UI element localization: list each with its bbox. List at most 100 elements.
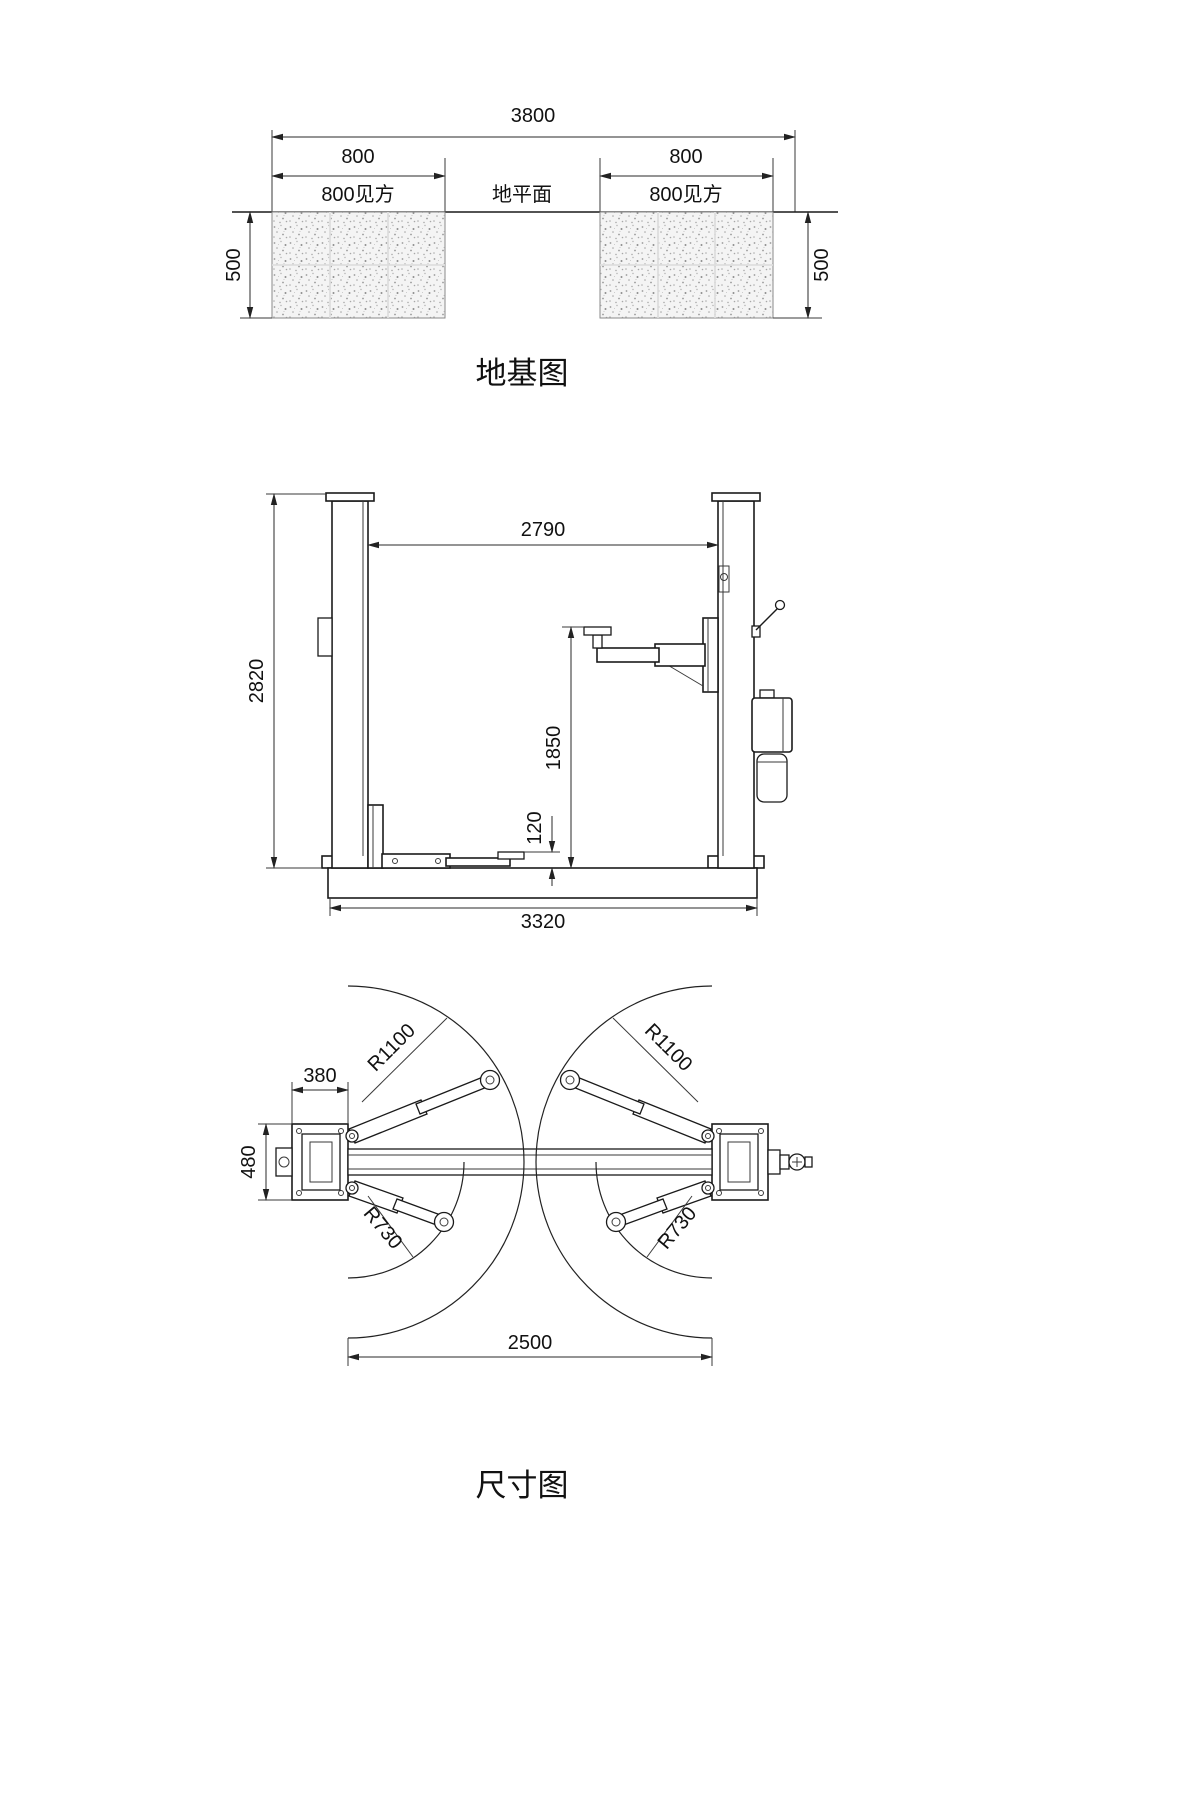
dim-380-label: 380 — [303, 1065, 336, 1087]
dim-120-label: 120 — [524, 811, 546, 844]
post-inner-rails — [362, 501, 724, 856]
lock-lever-knob — [774, 599, 786, 611]
arm-front-right — [559, 1069, 715, 1144]
lift-pad-plan — [559, 1069, 581, 1091]
dim-2790-label: 2790 — [521, 519, 566, 541]
cylinder-cap-left — [278, 1156, 290, 1168]
bolt-hole — [716, 1128, 722, 1134]
dim-3320-label: 3320 — [521, 911, 566, 933]
ground-level-label: 地平面 — [492, 183, 552, 206]
swing-arc-r1100-left — [347, 985, 525, 1339]
bolt-hole — [758, 1190, 764, 1196]
dim-800-left-label: 800 — [341, 146, 374, 168]
power-unit-bracket — [767, 1149, 781, 1175]
post-left-cap — [325, 492, 375, 502]
right-block-square-label: 800见方 — [649, 183, 722, 206]
motor-box — [751, 697, 793, 753]
arm-rear-left — [345, 1180, 455, 1233]
raised-arm-inner-segment — [654, 643, 706, 667]
post-left-side-box — [317, 617, 333, 657]
lowered-arm-outer-segment — [445, 857, 511, 867]
post-left — [331, 500, 369, 869]
plan-view-title: 尺寸图 — [476, 1468, 569, 1503]
floor-beam — [347, 1148, 713, 1176]
arm-pivot — [345, 1181, 359, 1195]
foundation-block-left-grid — [272, 212, 445, 318]
arm-front-left — [345, 1069, 501, 1144]
carriage-left — [367, 804, 384, 869]
base-frame — [327, 867, 758, 899]
motor-plan-cross — [792, 1157, 802, 1167]
dimension-boundary-lines — [271, 130, 796, 212]
post-right-cap — [711, 492, 761, 502]
lift-pad-plan — [605, 1211, 627, 1233]
front-view: 2790 2820 1850 120 3320 — [246, 492, 793, 933]
raised-pad-stem — [592, 634, 603, 649]
ext-lines-380 — [291, 1082, 349, 1124]
bolt-hole — [296, 1128, 302, 1134]
lift-pad-plan — [433, 1211, 455, 1233]
left-block-square-label: 800见方 — [321, 183, 394, 206]
dim-2820-label: 2820 — [246, 659, 268, 704]
dim-800-right-label: 800 — [669, 146, 702, 168]
bolt-hole — [716, 1190, 722, 1196]
arm-roller-1 — [392, 858, 398, 864]
arm-pivot — [701, 1181, 715, 1195]
arm-pivot — [345, 1129, 359, 1143]
lift-pad-center — [565, 1075, 575, 1085]
dim-r1100-right-label: R1100 — [640, 1020, 696, 1076]
foundation-view: 3800 800 800 800见方 地平面 800见方 500 500 地基图 — [223, 105, 838, 391]
motor-plan-cap — [804, 1156, 813, 1168]
plan-view: R1100 R1100 R730 R730 380 480 2500 尺寸图 — [238, 985, 813, 1503]
leader-r730-right — [646, 1195, 693, 1258]
dim-3800-label: 3800 — [511, 105, 556, 127]
arm-pivot-pin — [349, 1185, 355, 1191]
bolt-hole — [758, 1128, 764, 1134]
swing-arc-r730-right — [595, 1161, 713, 1279]
lift-pad-center — [611, 1217, 621, 1227]
bolt-hole — [338, 1190, 344, 1196]
arm-pivot-pin — [349, 1133, 355, 1139]
swing-arc-r1100-right — [535, 985, 713, 1339]
arm-rear-right — [605, 1180, 715, 1233]
leader-r1100-right — [612, 1017, 699, 1103]
arm-pivot-pin — [705, 1185, 711, 1191]
raised-lift-pad — [583, 626, 612, 636]
oil-tank — [756, 753, 788, 803]
dim-480-label: 480 — [238, 1145, 260, 1178]
post-left-channel — [309, 1141, 333, 1183]
lock-lever-mount — [751, 625, 761, 638]
arm-segment — [348, 1099, 428, 1144]
post-right-section — [719, 1133, 759, 1191]
arm-brace — [665, 663, 704, 687]
arm-pivot-pin — [705, 1133, 711, 1139]
arm-roller-2 — [435, 858, 441, 864]
leader-r730-left — [367, 1195, 414, 1258]
lift-pad-center — [485, 1075, 495, 1085]
arm-segment — [632, 1099, 712, 1144]
raised-arm-outer-segment — [596, 647, 660, 663]
arm-pivot — [701, 1129, 715, 1143]
post-left-section — [301, 1133, 341, 1191]
lowered-lift-pad — [497, 851, 525, 860]
foundation-view-title: 地基图 — [476, 356, 569, 391]
dim-2500-label: 2500 — [508, 1332, 553, 1354]
cylinder-stub-left — [275, 1147, 293, 1177]
ext-lines-2500 — [347, 1338, 713, 1366]
foundation-block-right-grid — [600, 212, 773, 318]
motor-cap — [759, 689, 775, 699]
post-right-channel — [727, 1141, 751, 1183]
dim-500-right-label: 500 — [811, 248, 833, 281]
lift-pad-plan — [479, 1069, 501, 1091]
lift-pad-center — [439, 1217, 449, 1227]
lock-lever — [755, 607, 779, 631]
dim-1850-label: 1850 — [543, 726, 565, 771]
floor-beam-inner-lines — [348, 1154, 712, 1170]
bolt-hole — [338, 1128, 344, 1134]
dim-r1100-left-label: R1100 — [364, 1020, 420, 1076]
swing-arc-r730-left — [347, 1161, 465, 1279]
ext-lines-2820 — [266, 493, 326, 869]
leader-r1100-left — [361, 1017, 448, 1103]
